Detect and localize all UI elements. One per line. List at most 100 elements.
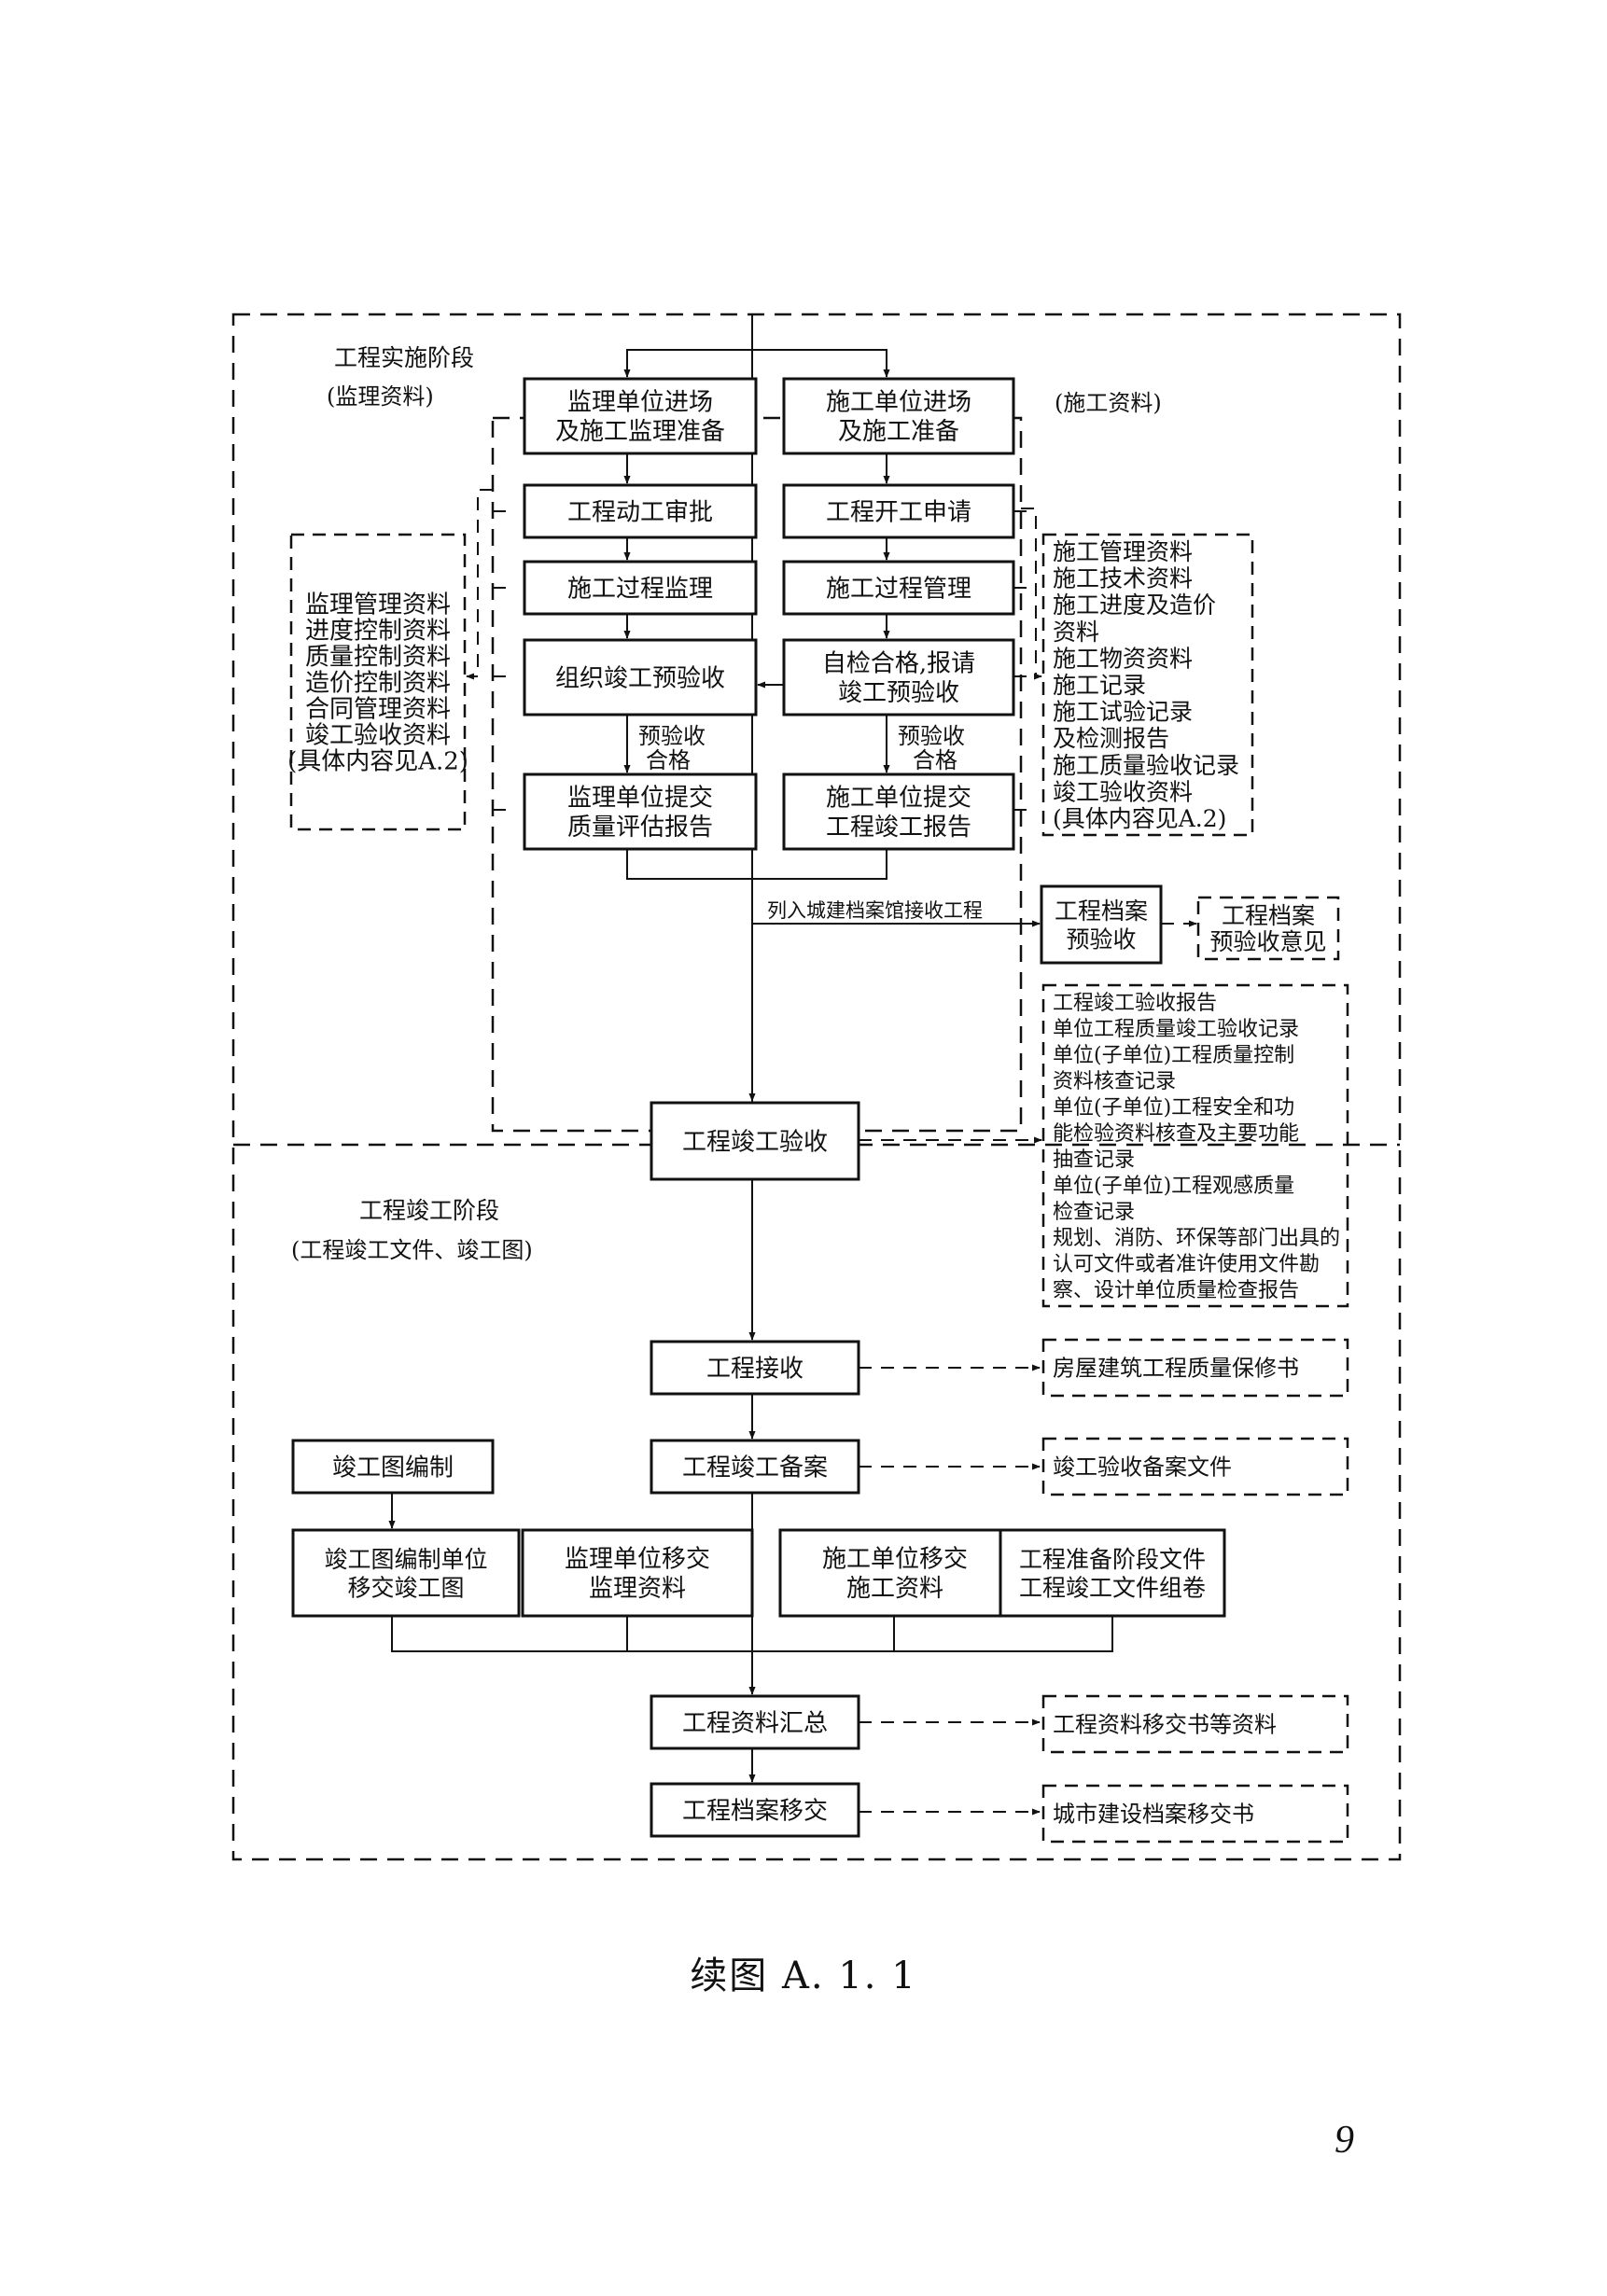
node-drawing-compile: 竣工图编制 — [291, 1439, 495, 1495]
pre-accept-pass-label-left-2: 合格 — [646, 747, 691, 773]
node-label: 移交竣工图 — [347, 1574, 464, 1601]
doc-line: 资料核查记录 — [1053, 1070, 1176, 1093]
doc-line: 单位工程质量竣工验收记录 — [1053, 1018, 1299, 1041]
doc-box-warranty: 房屋建筑工程质量保修书 — [1041, 1338, 1349, 1398]
doc-line: 认可文件或者准许使用文件勘 — [1053, 1253, 1320, 1276]
node-handover: 工程接收 — [650, 1340, 860, 1396]
node-label: 竣工图编制 — [332, 1454, 454, 1482]
dash-to-construction-docs — [1021, 508, 1042, 680]
doc-line: 检查记录 — [1053, 1201, 1135, 1224]
node-label: 施工单位移交 — [822, 1546, 968, 1574]
node-label: 预验收 — [1066, 925, 1136, 953]
doc-line: (具体内容见A.2) — [1053, 805, 1226, 832]
doc-line: 单位(子单位)工程安全和功 — [1053, 1096, 1294, 1120]
doc-line: 察、设计单位质量检查报告 — [1053, 1279, 1299, 1302]
node-label: 施工单位进场 — [826, 389, 971, 417]
implementation-phase-title: 工程实施阶段 — [334, 344, 474, 371]
pre-accept-pass-label-right-1: 预验收 — [898, 723, 965, 749]
doc-line: 施工物资资料 — [1053, 645, 1193, 672]
node-label: 工程竣工验收 — [682, 1128, 828, 1156]
node-sup-monitor: 施工过程监理 — [523, 560, 758, 616]
doc-line: 规划、消防、环保等部门出具的 — [1053, 1227, 1340, 1250]
node-label: 组织竣工预验收 — [555, 664, 725, 692]
node-label: 工程竣工报告 — [826, 814, 971, 842]
split-arrow-right — [752, 349, 890, 378]
doc-line: 施工技术资料 — [1053, 565, 1193, 592]
doc-line: (具体内容见A.2) — [287, 747, 468, 775]
node-label: 质量评估报告 — [567, 814, 713, 842]
node-label: 工程竣工备案 — [682, 1454, 828, 1482]
pre-accept-pass-label-left-1: 预验收 — [638, 723, 706, 749]
node-label: 及施工监理准备 — [555, 418, 725, 446]
node-sup-approve: 工程动工审批 — [523, 483, 758, 539]
dash-to-supervision-docs — [466, 489, 493, 680]
node-label: 施工资料 — [846, 1575, 943, 1603]
node-label: 竣工图编制单位 — [324, 1546, 487, 1573]
doc-box-supervision: 监理管理资料进度控制资料质量控制资料造价控制资料合同管理资料竣工验收资料(具体内… — [287, 533, 468, 831]
completion-phase-label: 工程竣工阶段 (工程竣工文件、竣工图) — [291, 1197, 533, 1263]
pre-accept-pass-label-right-2: 合格 — [913, 747, 957, 773]
doc-box-city-archive: 城市建设档案移交书 — [1041, 1784, 1349, 1844]
doc-line: 房屋建筑工程质量保修书 — [1053, 1356, 1299, 1382]
node-label: 施工过程管理 — [826, 575, 971, 603]
node-label: 及施工准备 — [838, 418, 959, 446]
doc-line: 工程竣工验收报告 — [1053, 992, 1217, 1015]
completion-phase-subtitle: (工程竣工文件、竣工图) — [291, 1237, 533, 1263]
doc-line: 进度控制资料 — [305, 617, 451, 645]
outer-frame — [231, 313, 1402, 1861]
node-label: 工程接收 — [706, 1355, 804, 1383]
doc-line: 监理管理资料 — [305, 591, 451, 619]
node-label: 工程资料汇总 — [682, 1709, 828, 1737]
node-label: 监理单位移交 — [565, 1546, 710, 1574]
doc-box-construction: 施工管理资料施工技术资料施工进度及造价资料施工物资资料施工记录施工试验记录及检测… — [1041, 533, 1254, 837]
doc-line: 单位(子单位)工程观感质量 — [1053, 1175, 1294, 1198]
process-nodes: 监理单位进场及施工监理准备施工单位进场及施工准备工程动工审批工程开工申请施工过程… — [291, 377, 1226, 1838]
node-label: 施工过程监理 — [567, 575, 713, 603]
node-con-apply: 工程开工申请 — [782, 483, 1015, 539]
node-label: 工程动工审批 — [567, 498, 713, 526]
doc-line: 施工进度及造价 — [1053, 591, 1216, 619]
doc-line: 施工试验记录 — [1053, 699, 1193, 726]
reports-merge-line — [626, 849, 887, 880]
node-label: 工程竣工文件组卷 — [1019, 1574, 1206, 1601]
node-label: 竣工预验收 — [838, 679, 959, 707]
doc-box-transfer-docs: 工程资料移交书等资料 — [1041, 1694, 1349, 1754]
node-con-manage: 施工过程管理 — [782, 560, 1015, 616]
node-sup-preaccept: 组织竣工预验收 — [523, 638, 758, 717]
node-label: 工程档案 — [1055, 898, 1148, 925]
node-label: 工程开工申请 — [826, 498, 971, 526]
node-summary: 工程资料汇总 — [650, 1694, 860, 1750]
city-archive-line-label: 列入城建档案馆接收工程 — [767, 899, 983, 922]
doc-line: 竣工验收资料 — [1053, 778, 1193, 805]
doc-line: 施工质量验收记录 — [1053, 752, 1239, 779]
doc-line: 城市建设档案移交书 — [1053, 1802, 1254, 1828]
node-label: 工程档案移交 — [682, 1797, 828, 1825]
doc-line: 资料 — [1053, 619, 1099, 646]
doc-line: 竣工验收备案文件 — [1053, 1454, 1232, 1481]
doc-line: 工程档案 — [1222, 902, 1315, 929]
edge-labels: 预验收 合格 预验收 合格 列入城建档案馆接收工程 — [638, 723, 983, 922]
supervision-subtitle: (监理资料) — [327, 383, 434, 410]
implementation-phase-label: 工程实施阶段 (监理资料) (施工资料) — [327, 344, 1162, 416]
doc-box-filing-docs: 竣工验收备案文件 — [1041, 1437, 1349, 1496]
doc-line: 施工记录 — [1053, 672, 1146, 699]
doc-line: 能检验资料核查及主要功能 — [1053, 1122, 1299, 1146]
doc-box-completion-records: 工程竣工验收报告单位工程质量竣工验收记录单位(子单位)工程质量控制资料核查记录单… — [1041, 983, 1349, 1308]
split-arrow-left — [623, 349, 752, 378]
doc-line: 质量控制资料 — [305, 643, 451, 671]
connector-lines — [388, 314, 1197, 1816]
doc-line: 单位(子单位)工程质量控制 — [1053, 1044, 1294, 1067]
doc-line: 及检测报告 — [1053, 725, 1169, 752]
doc-line: 合同管理资料 — [305, 695, 451, 723]
